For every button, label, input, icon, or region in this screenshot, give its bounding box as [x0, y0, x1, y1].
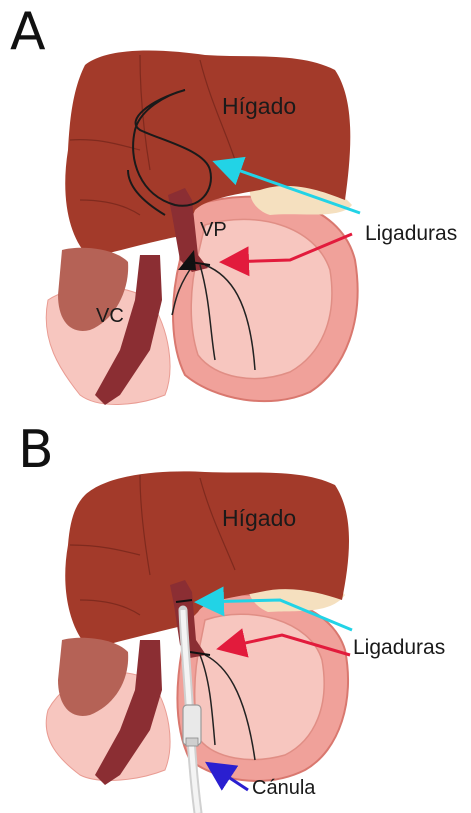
panel-b-liver-label: Hígado [222, 505, 296, 532]
panel-a-intestine-inner [191, 219, 332, 378]
panel-b-cannula-label: Cánula [252, 777, 315, 800]
panel-a-portal-vein-label: VP [200, 219, 227, 242]
panel-a-ligatures-label: Ligaduras [365, 222, 457, 246]
panel-a-vena-cava-label: VC [96, 305, 124, 328]
panel-a-liver-label: Hígado [222, 93, 296, 120]
panel-b-ligatures-label: Ligaduras [353, 636, 445, 660]
